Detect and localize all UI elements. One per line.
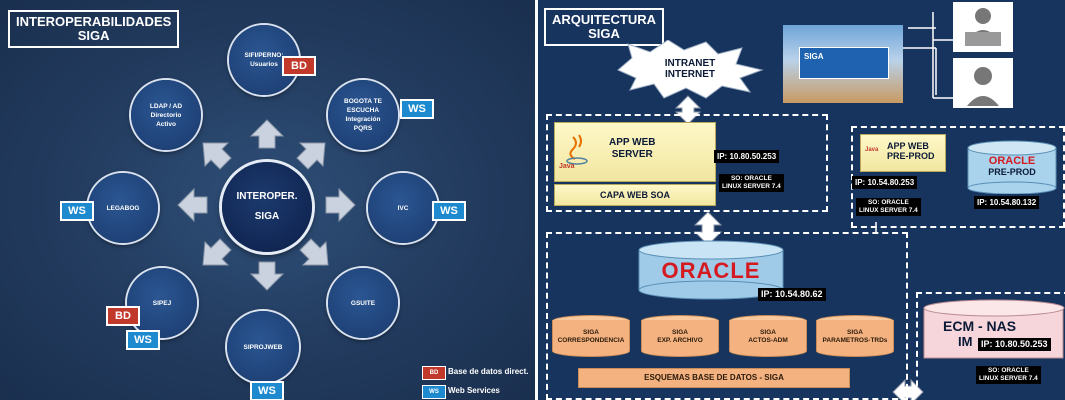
panel-title: ARQUITECTURA SIGA [544, 8, 664, 46]
center-node: INTEROPER. SIGA [222, 162, 312, 252]
os-ecm: SO: ORACLE LINUX SERVER 7.4 [976, 366, 1041, 384]
bd-badge: BD [106, 306, 140, 326]
ecm-db-icon [923, 299, 1065, 359]
user-computer-icon [953, 2, 1013, 52]
java-label: Java [559, 163, 575, 170]
node-legabog: LEGABOG [88, 173, 158, 243]
arrows-layer [177, 119, 356, 291]
arrow-leftright-icon [892, 378, 924, 400]
app-preprod-box: Java APP WEB PRE-PROD [860, 134, 946, 172]
ip-oracle-preprod: IP: 10.54.80.132 [974, 196, 1040, 209]
arrow-up-icon [249, 119, 285, 149]
node-sipej: SIPEJ [127, 268, 197, 338]
user-support-icon [953, 58, 1013, 108]
node-ldap: LDAP / AD Directorio Activo [131, 80, 201, 150]
ip-preprod: IP: 10.54.80.253 [852, 176, 918, 189]
ecm-sub-label: IM [958, 334, 973, 349]
arquitectura-panel: ARQUITECTURA SIGA INTRANET INTERNET SIGA [538, 0, 1065, 400]
ws-badge: WS [400, 99, 434, 119]
esquemas-label: ESQUEMAS BASE DE DATOS - SIGA [644, 373, 784, 382]
oracle-db-icon [638, 240, 784, 300]
ws-badge: WS [250, 381, 284, 400]
legend-ws-label: Web Services [448, 386, 500, 395]
app-web-server-box: Java APP WEB SERVER [554, 122, 716, 182]
ip-ecm: IP: 10.80.50.253 [978, 338, 1051, 351]
ws-badge: WS [60, 201, 94, 221]
oracle-preprod-db-icon [967, 140, 1057, 194]
schema-label: SIGA ACTOS-ADM [748, 329, 788, 344]
oracle-preprod-label: PRE-PROD [988, 167, 1036, 177]
schema-correspondencia: SIGA CORRESPONDENCIA [552, 315, 630, 361]
ip-app-server: IP: 10.80.50.253 [714, 150, 780, 163]
ws-badge: WS [432, 201, 466, 221]
app-web-server-label: APP WEB SERVER [609, 137, 656, 160]
legend-bd-label: Base de datos direct. [448, 367, 529, 376]
schema-label: SIGA PARAMETROS-TRDs [822, 329, 888, 344]
arrow-down-left-icon [202, 238, 232, 266]
arrow-up-right-icon [296, 142, 326, 170]
interoperabilidades-panel: INTEROPERABILIDADES SIGA INTEROPER. SIGA… [0, 0, 535, 400]
siga-banner: SIGA [799, 47, 889, 79]
siga-screenshot-image: SIGA [783, 25, 903, 103]
ws-badge: WS [126, 330, 160, 350]
database-group [546, 232, 908, 400]
arrow-down-right-icon [299, 238, 329, 266]
arrow-up-left-icon [202, 142, 232, 170]
ecm-group [916, 292, 1065, 400]
arrow-right-icon [325, 187, 356, 223]
capa-web-soa-box: CAPA WEB SOA [554, 184, 716, 206]
esquemas-bar: ESQUEMAS BASE DE DATOS - SIGA [578, 368, 850, 388]
schema-actos-adm: SIGA ACTOS-ADM [729, 315, 807, 361]
node-siprojweb: SIPROJWEB [227, 311, 299, 383]
oracle-preprod-logo: ORACLE [988, 155, 1036, 167]
schema-exp-archivo: SIGA EXP. ARCHIVO [641, 315, 719, 361]
node-bogota-te-escucha: BOGOTA TE ESCUCHA Integración PQRS [328, 80, 398, 150]
os-preprod: SO: ORACLE LINUX SERVER 7.4 [856, 198, 921, 216]
cloud-label: INTRANET INTERNET [664, 58, 716, 80]
schema-label: SIGA EXP. ARCHIVO [657, 329, 703, 344]
panel-title: INTEROPERABILIDADES SIGA [8, 10, 180, 48]
oracle-logo: ORACLE [661, 258, 761, 283]
app-server-group [546, 114, 828, 212]
java-label: Java [865, 147, 879, 153]
capa-web-soa-label: CAPA WEB SOA [599, 190, 670, 200]
bd-badge: BD [282, 56, 316, 76]
arrow-down-icon [249, 261, 285, 291]
schema-parametros-trds: SIGA PARAMETROS-TRDs [816, 315, 894, 361]
schema-label: SIGA CORRESPONDENCIA [557, 329, 625, 344]
app-preprod-label: APP WEB PRE-PROD [887, 141, 935, 161]
legend-bd-swatch: BD [422, 366, 446, 380]
ecm-label: ECM - NAS [943, 318, 1017, 334]
ip-oracle: IP: 10.54.80.62 [758, 288, 826, 301]
cloud-icon [617, 40, 764, 99]
arrow-left-icon [177, 187, 208, 223]
java-icon [565, 133, 591, 165]
legend-ws-swatch: WS [422, 385, 446, 399]
siga-logo: SIGA [804, 52, 824, 61]
node-gsuite: GSUITE [328, 268, 398, 338]
os-app-server: SO: ORACLE LINUX SERVER 7.4 [719, 174, 784, 192]
node-ivc: IVC [368, 173, 438, 243]
